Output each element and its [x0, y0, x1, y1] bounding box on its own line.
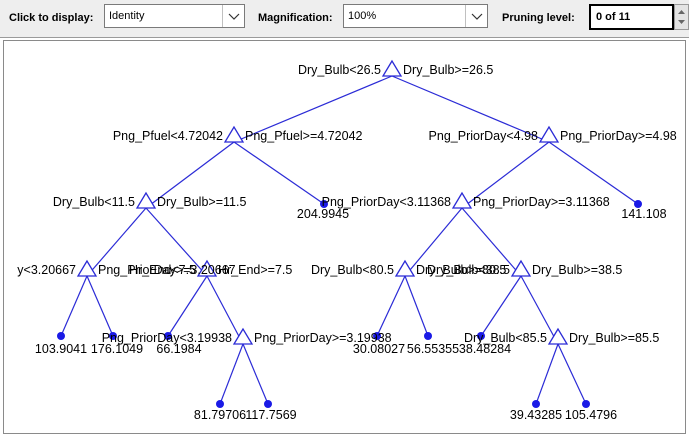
leaf-value-label: 56.55355 [407, 342, 459, 356]
tree-edge [233, 141, 325, 205]
leaf-value-label: 141.108 [621, 207, 666, 221]
split-right-label: Dry_Bulb>=80.5 [416, 263, 506, 277]
split-node-icon [510, 259, 532, 277]
tree-edge [404, 275, 429, 337]
leaf-value-label: 105.4796 [565, 408, 617, 422]
chevron-down-icon[interactable] [222, 5, 244, 27]
tree-edge [206, 275, 244, 345]
leaf-value-label: 81.79706 [194, 408, 246, 422]
split-left-label: Dry_Bulb<11.5 [53, 195, 135, 209]
tree-edge [145, 207, 208, 277]
split-right-label: Png_PriorDay>=3.11368 [473, 195, 610, 209]
split-node-icon [381, 59, 403, 77]
tree-edge [461, 141, 550, 209]
tree-edge [167, 275, 208, 337]
display-select-value: Identity [109, 10, 145, 22]
leaf-value-label: 39.43285 [510, 408, 562, 422]
split-right-label: Dry_Bulb>=38.5 [532, 263, 622, 277]
leaf-node-icon [532, 400, 540, 408]
tree-edge [86, 207, 147, 277]
split-right-label: Png_PriorDay>=3.19938 [254, 331, 392, 345]
leaf-value-label: 204.9945 [297, 207, 349, 221]
split-right-label: Dry_Bulb>=85.5 [569, 331, 659, 345]
split-node-icon [223, 125, 245, 143]
toolbar: Click to display: Identity Magnification… [0, 0, 689, 38]
leaf-value-label: 38.48284 [459, 342, 511, 356]
split-left-label: y<3.20667 [17, 263, 76, 277]
split-left-label: Png_PriorDay<3.11368 [322, 195, 451, 209]
split-right-label: Hr_End>=7.5 [218, 263, 292, 277]
leaf-node-icon [424, 332, 432, 340]
split-node-icon [451, 191, 473, 209]
pruning-spinner[interactable] [674, 4, 689, 30]
leaf-node-icon [164, 332, 172, 340]
leaf-node-icon [373, 332, 381, 340]
split-right-label: Png_PriorDay>=3.20667 [98, 263, 236, 277]
split-left-label: Dry_Bulb<85.5 [464, 331, 547, 345]
display-label: Click to display: [9, 12, 94, 24]
tree-edge [60, 275, 88, 337]
tree-edge [535, 343, 559, 405]
tree-edge [557, 343, 587, 405]
magnification-select-value: 100% [348, 10, 377, 22]
tree-edge [219, 343, 244, 405]
split-left-label: Hr_End<7.5 [129, 263, 196, 277]
leaf-node-icon [264, 400, 272, 408]
leaf-node-icon [57, 332, 65, 340]
split-left-label: Png_PriorDay<3.19938 [102, 331, 232, 345]
tree-edge [86, 275, 114, 337]
split-left-label: Dry_Bulb<26.5 [298, 63, 381, 77]
split-left-label: Png_PriorDay<4.98 [429, 129, 538, 143]
pruning-label: Pruning level: [502, 12, 575, 24]
leaf-value-label: 66.1984 [156, 342, 201, 356]
pruning-level-field[interactable]: 0 of 11 [589, 4, 674, 30]
leaf-value-label: 103.9041 [35, 342, 87, 356]
display-select[interactable]: Identity [104, 4, 245, 28]
decision-tree: Dry_Bulb<26.5 Dry_Bulb>=26.5Png_Pfuel<4.7… [17, 59, 677, 422]
tree-edge [480, 275, 522, 337]
split-node-icon [196, 259, 218, 277]
leaf-node-icon [477, 332, 485, 340]
split-right-label: Png_PriorDay>=4.98 [560, 129, 677, 143]
tree-edge [461, 207, 522, 277]
tree-edge [404, 207, 463, 277]
split-right-label: Dry_Bulb>=11.5 [157, 195, 246, 209]
pruning-level-value: 0 of 11 [596, 11, 631, 23]
leaf-node-icon [216, 400, 224, 408]
tree-edge [145, 141, 235, 209]
split-right-label: Dry_Bulb>=26.5 [403, 63, 493, 77]
split-node-icon [232, 327, 254, 345]
split-right-label: Png_Pfuel>=4.72042 [245, 129, 363, 143]
chevron-down-icon[interactable] [465, 5, 487, 27]
leaf-value-label: 30.08027 [353, 342, 405, 356]
tree-edge [391, 75, 550, 143]
spin-up-icon [678, 10, 685, 14]
tree-edge [548, 141, 639, 205]
split-node-icon [538, 125, 560, 143]
split-left-label: Png_Pfuel<4.72042 [113, 129, 223, 143]
split-left-label: Dry_Bulb<80.5 [311, 263, 394, 277]
tree-edge [233, 75, 393, 143]
tree-edge [520, 275, 559, 345]
split-node-icon [547, 327, 569, 345]
tree-marks [57, 59, 642, 408]
split-left-label: Dry_Bulb<38.5 [427, 263, 510, 277]
tree-labels: Dry_Bulb<26.5 Dry_Bulb>=26.5Png_Pfuel<4.7… [17, 63, 677, 422]
tree-edges [60, 75, 639, 405]
leaf-value-label: 176.1049 [91, 342, 143, 356]
leaf-node-icon [320, 200, 328, 208]
leaf-value-label: 117.7569 [245, 408, 296, 422]
tree-edge [376, 275, 406, 337]
split-node-icon [394, 259, 416, 277]
split-node-icon [135, 191, 157, 209]
magnification-label: Magnification: [258, 12, 333, 24]
split-node-icon [76, 259, 98, 277]
spin-down-icon [678, 20, 685, 24]
tree-edge [242, 343, 269, 405]
magnification-select[interactable]: 100% [343, 4, 488, 28]
leaf-node-icon [634, 200, 642, 208]
leaf-node-icon [109, 332, 117, 340]
leaf-node-icon [582, 400, 590, 408]
